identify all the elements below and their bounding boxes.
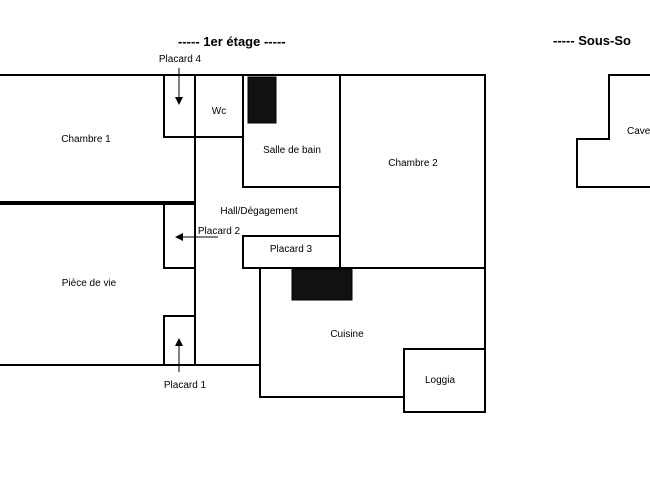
- label-cuisine: Cuisine: [330, 329, 364, 340]
- arrow-placard-2: [175, 233, 218, 241]
- room-loggia: [403, 348, 486, 413]
- label-placard-3: Placard 3: [270, 244, 313, 255]
- first-floor-heading: ----- 1er étage -----: [178, 34, 286, 49]
- label-chambre-1: Chambre 1: [61, 134, 111, 145]
- label-piece-de-vie: Pièce de vie: [62, 278, 117, 289]
- room-wc: [194, 74, 244, 138]
- room-piece-de-vie: [0, 203, 196, 366]
- room-cave: [576, 74, 650, 188]
- label-placard-4: Placard 4: [159, 54, 202, 65]
- arrow-placard-4: [175, 68, 183, 105]
- room-chambre-1: [0, 74, 196, 203]
- label-wc: Wc: [212, 106, 226, 117]
- label-chambre-2: Chambre 2: [388, 158, 438, 169]
- label-placard-1: Placard 1: [164, 380, 207, 391]
- bathroom-duct: [247, 76, 277, 124]
- closet-placard-3: [242, 235, 341, 269]
- label-placard-2: Placard 2: [198, 226, 241, 237]
- label-cave: Cave: [627, 126, 650, 137]
- arrow-placard-1: [175, 338, 183, 372]
- kitchen-duct: [291, 268, 353, 301]
- label-loggia: Loggia: [425, 375, 455, 386]
- label-hall: Hall/Dégagement: [220, 206, 297, 217]
- room-chambre-2: [339, 74, 486, 269]
- basement-heading: ----- Sous-So: [553, 33, 631, 48]
- label-salle-de-bain: Salle de bain: [263, 145, 321, 156]
